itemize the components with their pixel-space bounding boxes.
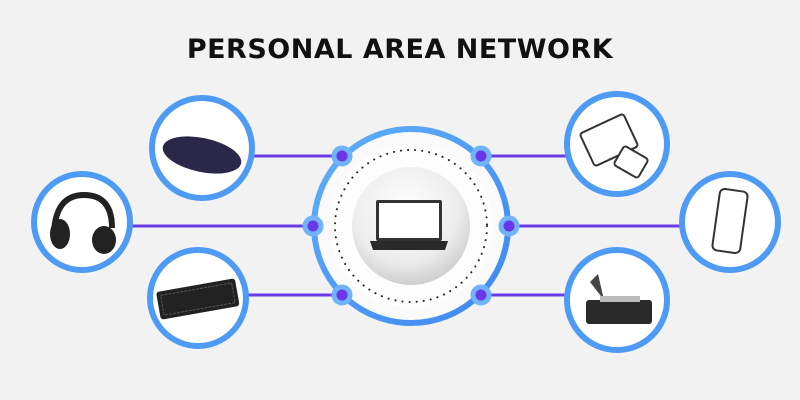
keyboard-icon xyxy=(156,278,240,320)
laptop-icon xyxy=(370,200,448,250)
dotted-ring xyxy=(334,149,488,303)
node-printer xyxy=(470,284,492,306)
device-printer xyxy=(564,247,670,353)
hub-nodes xyxy=(302,145,520,306)
node-keyboard xyxy=(331,284,353,306)
node-mouse xyxy=(331,145,353,167)
node-headphones xyxy=(302,215,324,237)
headphones-icon xyxy=(50,191,116,254)
tablet-phone-icon xyxy=(579,113,649,179)
device-headphones xyxy=(31,171,133,273)
device-tablet xyxy=(564,91,670,197)
device-keyboard xyxy=(147,247,249,349)
mouse-icon xyxy=(162,136,242,174)
printer-icon xyxy=(586,274,652,324)
diagram-title: PERSONAL AREA NETWORK xyxy=(186,34,614,65)
device-mouse xyxy=(149,95,255,201)
device-phone xyxy=(679,171,781,273)
node-tablet xyxy=(470,145,492,167)
smartphone-icon xyxy=(711,188,749,254)
node-phone xyxy=(498,215,520,237)
links xyxy=(130,154,682,297)
